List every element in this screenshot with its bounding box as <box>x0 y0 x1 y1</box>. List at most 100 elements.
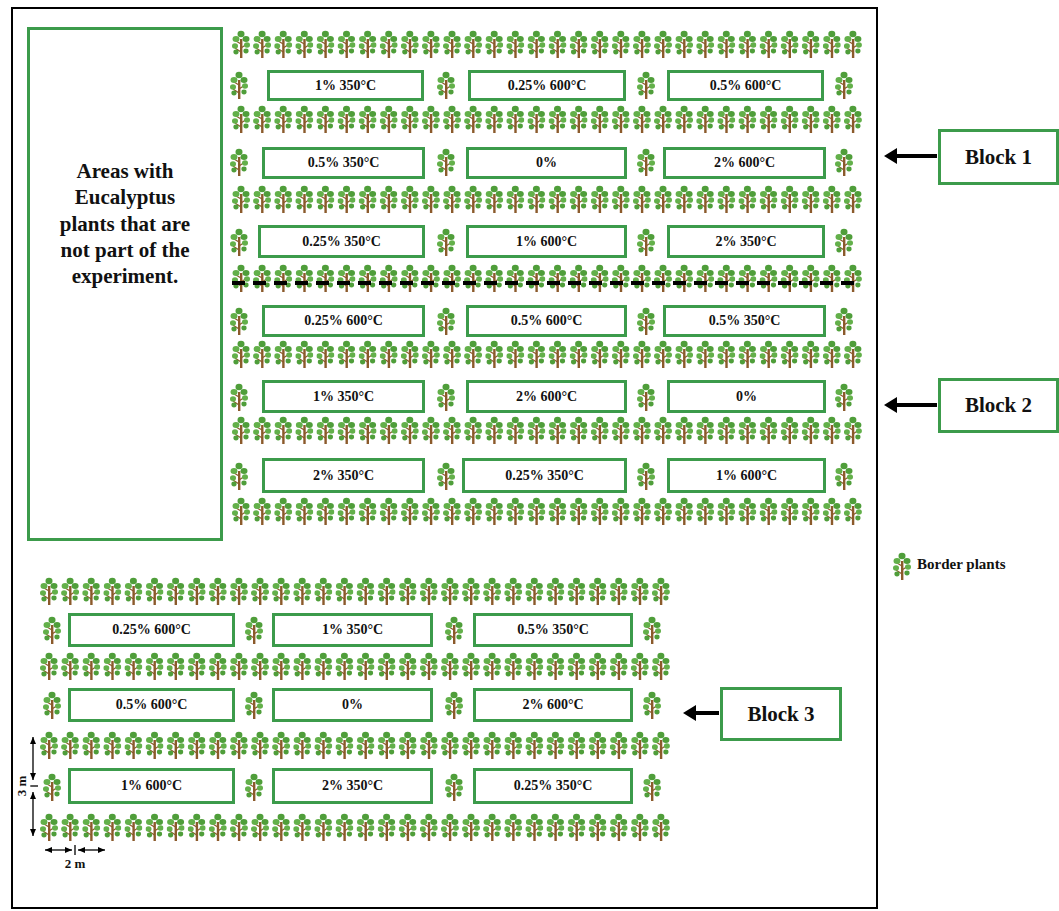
border-plant <box>612 265 630 292</box>
border-plant <box>380 341 398 368</box>
border-plant <box>612 417 630 444</box>
border-plant <box>380 498 398 525</box>
border-plant <box>316 31 334 58</box>
border-plant <box>738 498 756 525</box>
border-plant <box>570 186 588 213</box>
treatment-plot: 1% 600°C <box>68 768 235 804</box>
border-plant <box>589 653 607 680</box>
border-plant <box>420 578 438 605</box>
border-plant <box>504 814 522 841</box>
border-plant <box>103 814 121 841</box>
border-plant <box>549 106 567 133</box>
border-plant <box>568 732 586 759</box>
border-plant <box>443 186 461 213</box>
border-plant <box>654 417 672 444</box>
excluded-area-box: Areas with Eucalyptus plants that are no… <box>27 27 223 541</box>
border-plant <box>272 578 290 605</box>
border-plant <box>591 341 609 368</box>
border-plant <box>335 732 353 759</box>
border-plant <box>357 814 375 841</box>
border-plant <box>696 106 714 133</box>
border-plant <box>637 72 655 99</box>
border-plant <box>274 341 292 368</box>
border-plant <box>643 692 661 719</box>
border-plant <box>380 186 398 213</box>
border-plant <box>445 774 463 801</box>
treatment-plot: 0.5% 600°C <box>466 305 627 337</box>
border-plant <box>167 653 185 680</box>
border-plant <box>527 417 545 444</box>
border-plant <box>631 578 649 605</box>
border-plant <box>760 341 778 368</box>
border-plant <box>462 732 480 759</box>
border-plant <box>272 653 290 680</box>
border-plant <box>274 265 292 292</box>
border-plant <box>232 31 250 58</box>
border-plant <box>359 341 377 368</box>
node-text: 1% 600°C <box>716 468 777 484</box>
border-plant <box>652 578 670 605</box>
treatment-plot: 2% 350°C <box>272 768 433 804</box>
border-plant <box>420 653 438 680</box>
node-text: 0.25% 350°C <box>505 468 584 484</box>
border-plant <box>464 498 482 525</box>
border-plant <box>633 498 651 525</box>
border-plant <box>781 417 799 444</box>
dimension-label: 2 m <box>65 856 86 872</box>
border-plant <box>245 692 263 719</box>
border-plant <box>338 106 356 133</box>
border-plant <box>549 31 567 58</box>
border-plant <box>357 578 375 605</box>
border-plant <box>380 265 398 292</box>
node-text: Block 1 <box>965 145 1032 170</box>
border-plant <box>232 186 250 213</box>
border-plant <box>549 186 567 213</box>
node-text: 2% 600°C <box>516 389 577 405</box>
border-plant <box>293 814 311 841</box>
border-plant <box>422 186 440 213</box>
border-plant <box>610 653 628 680</box>
border-plant <box>422 341 440 368</box>
node-text: 0.25% 600°C <box>304 313 383 329</box>
border-plant <box>823 498 841 525</box>
border-plant <box>802 265 820 292</box>
border-plant <box>399 578 417 605</box>
node-text: 0.5% 350°C <box>517 622 589 638</box>
border-plant <box>124 814 142 841</box>
border-plant <box>546 578 564 605</box>
dimension-label: 3 m <box>14 776 30 797</box>
border-plant <box>43 617 61 644</box>
border-plant <box>760 265 778 292</box>
border-plant <box>610 578 628 605</box>
border-plant <box>612 31 630 58</box>
border-plant <box>61 732 79 759</box>
treatment-plot: 1% 350°C <box>267 70 424 101</box>
border-plant <box>527 106 545 133</box>
border-plant <box>253 498 271 525</box>
border-plant <box>437 149 455 176</box>
border-plant <box>835 308 853 335</box>
border-plant <box>272 814 290 841</box>
border-plant <box>504 732 522 759</box>
border-plant <box>274 417 292 444</box>
border-plant <box>232 265 250 292</box>
border-plant <box>209 578 227 605</box>
border-plant <box>738 186 756 213</box>
border-plant <box>844 498 862 525</box>
border-plant <box>253 341 271 368</box>
border-plant <box>485 417 503 444</box>
border-plant <box>146 653 164 680</box>
treatment-plot: 0.5% 600°C <box>667 70 824 101</box>
border-plant <box>591 106 609 133</box>
border-plant <box>401 31 419 58</box>
node-text: 2% 350°C <box>715 234 776 250</box>
border-plant <box>589 814 607 841</box>
border-plant <box>823 186 841 213</box>
border-plant <box>462 578 480 605</box>
block-divider <box>232 281 862 285</box>
border-plant <box>654 265 672 292</box>
treatment-plot: 1% 600°C <box>466 225 627 258</box>
border-plant <box>464 341 482 368</box>
border-plant <box>167 814 185 841</box>
border-plant <box>506 417 524 444</box>
